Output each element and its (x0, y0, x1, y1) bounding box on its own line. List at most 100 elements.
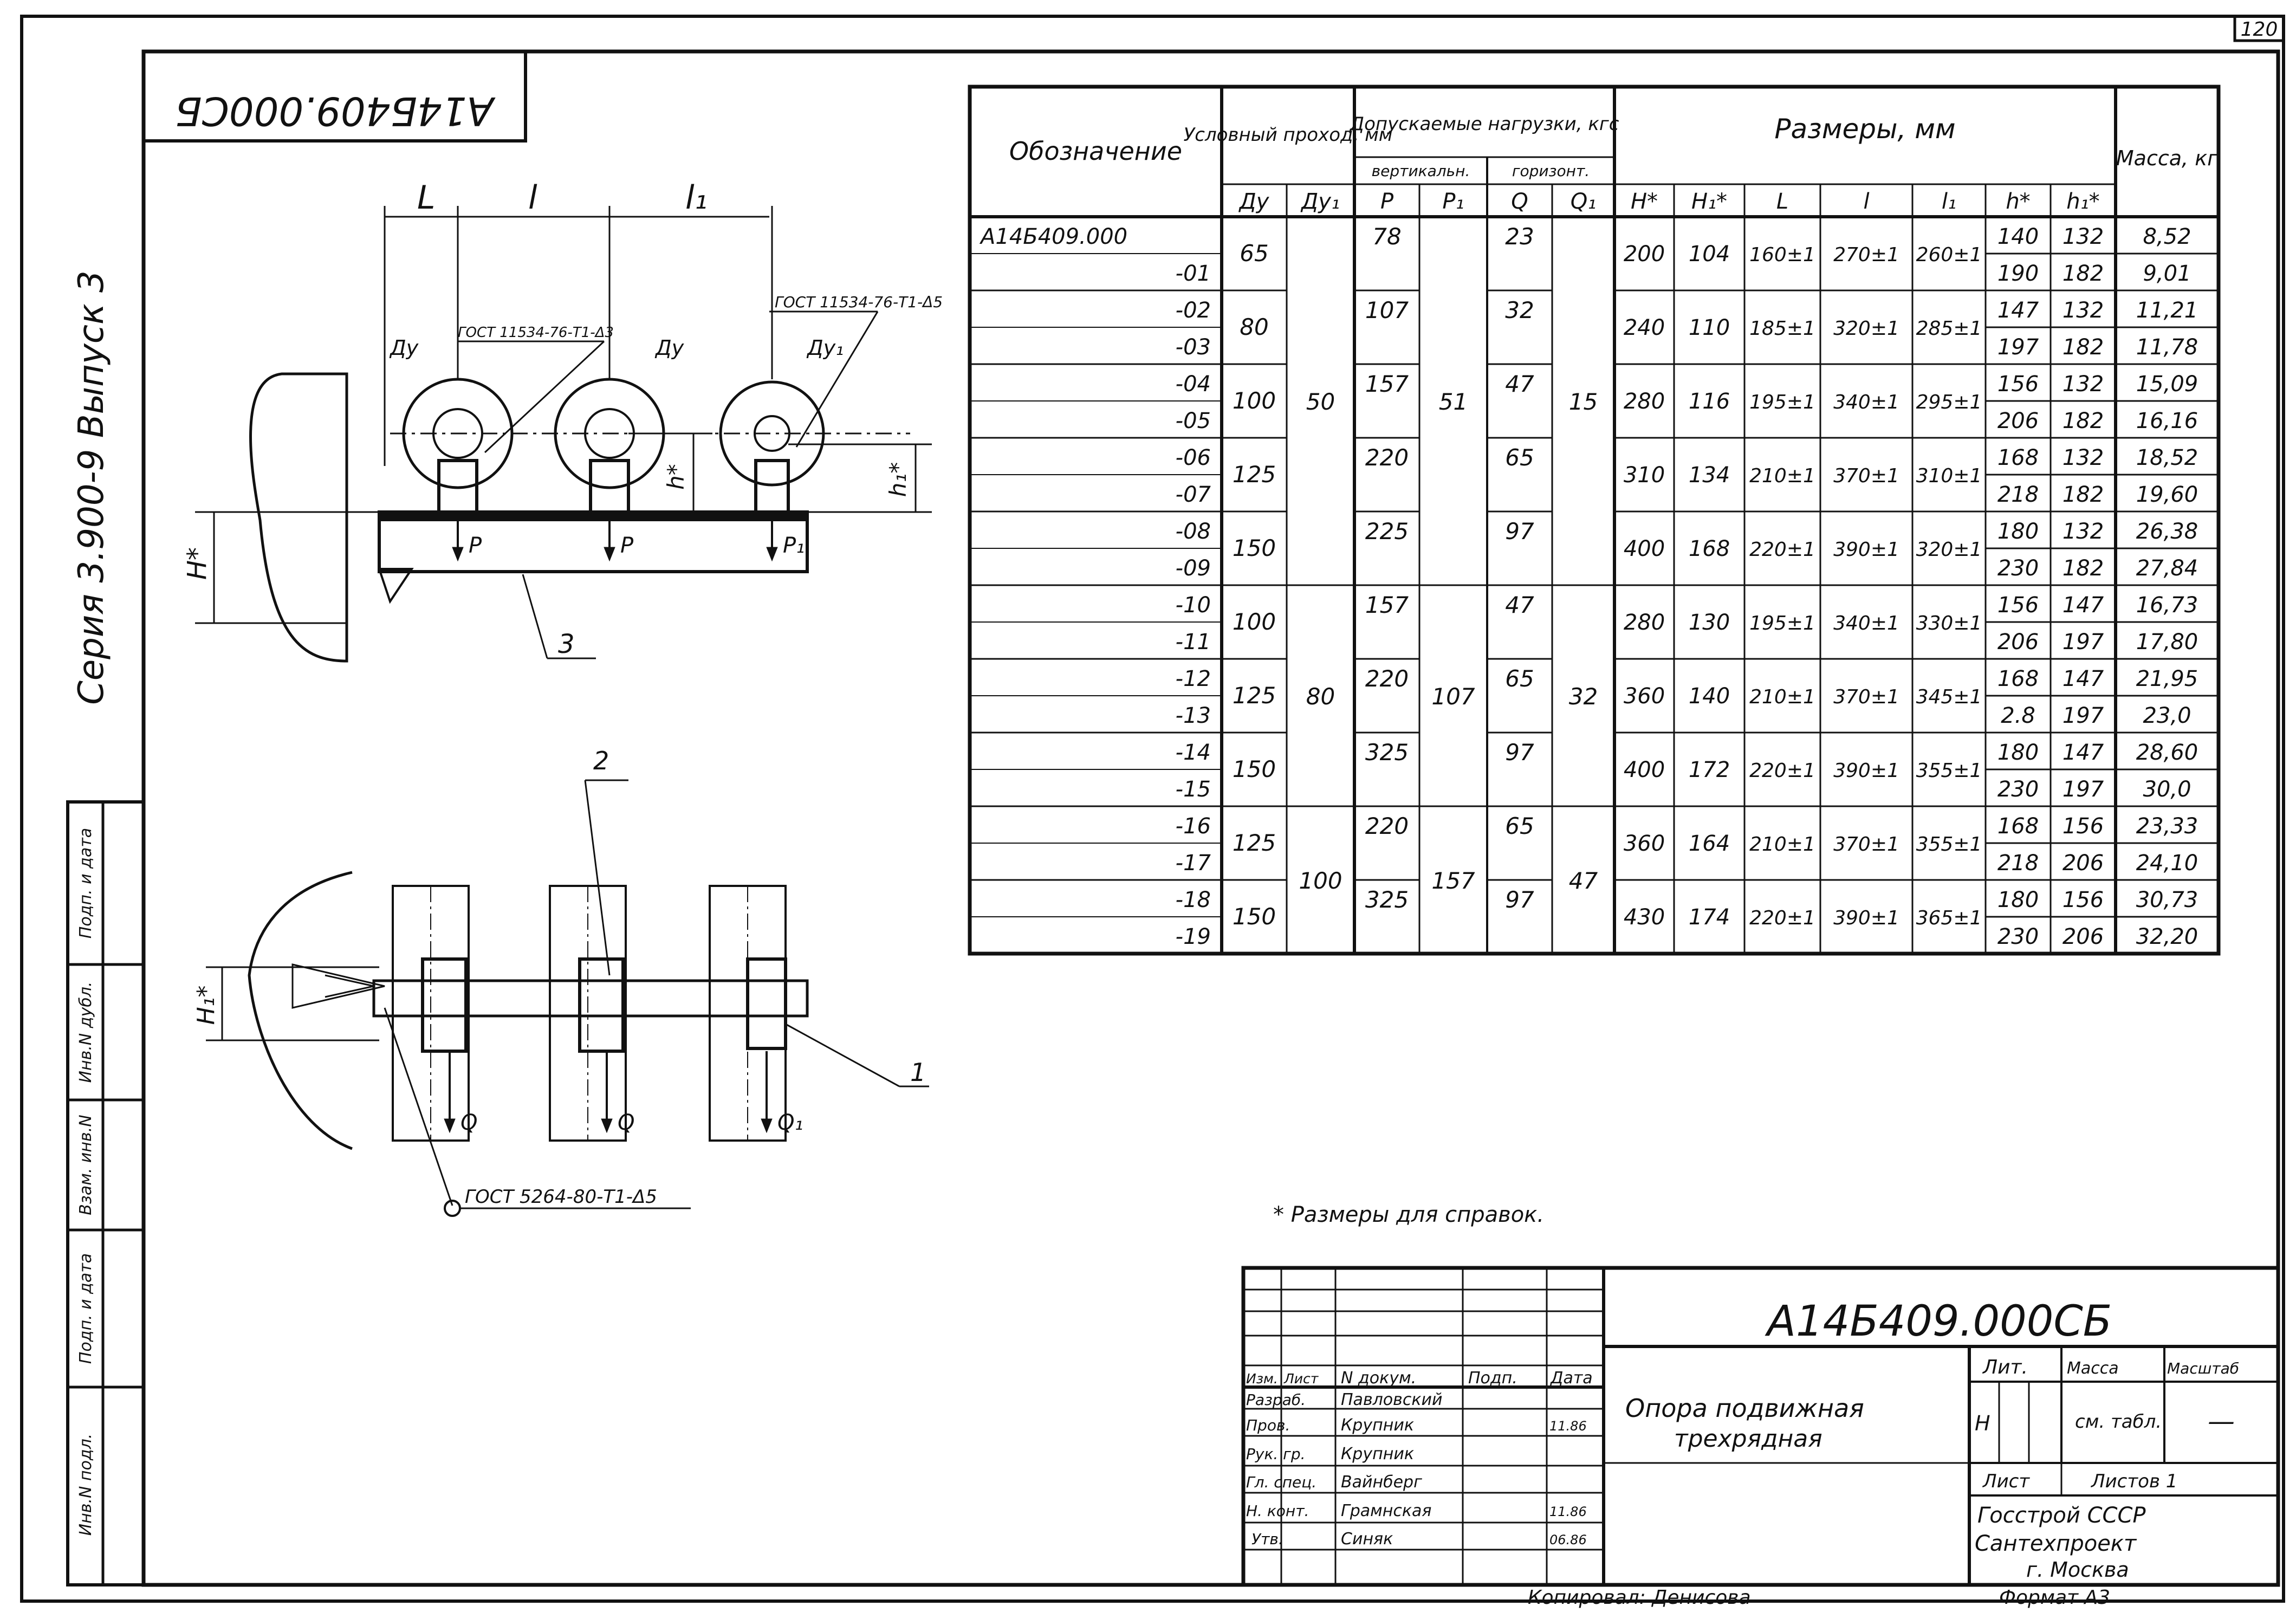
td-h1: 206 (2062, 924, 2104, 949)
td-mass: 30,0 (2143, 777, 2191, 802)
td-L: 195±1 (1749, 612, 1815, 634)
td-h1: 197 (2062, 703, 2104, 728)
tb-date-3: 11.86 (1549, 1504, 1587, 1519)
td-h: 168 (1997, 666, 2039, 691)
load-P-1: P (620, 533, 634, 558)
td-q1: 15 (1569, 388, 1598, 415)
td-H: 280 (1624, 610, 1665, 635)
td-designation: -02 (1176, 298, 1211, 323)
td-H: 400 (1624, 757, 1665, 782)
td-h: 206 (1997, 630, 2039, 655)
td-h: 156 (1997, 372, 2039, 397)
td-H: 200 (1624, 242, 1665, 267)
td-q: 65 (1505, 665, 1534, 692)
outer-frame (20, 15, 2285, 1603)
td-h1: 182 (2062, 482, 2104, 507)
format: Формат А3 (1999, 1586, 2110, 1609)
td-h1: 147 (2062, 593, 2104, 618)
td-H1: 104 (1689, 242, 1730, 267)
td-h: 156 (1997, 593, 2039, 618)
td-mass: 16,73 (2136, 593, 2198, 618)
td-h: 180 (1997, 888, 2039, 912)
tb-head-4: Дата (1549, 1369, 1593, 1388)
td-l1: 365±1 (1916, 907, 1982, 929)
td-mass: 28,60 (2136, 740, 2198, 765)
td-h: 2.8 (2001, 703, 2035, 728)
tb-sheet: Лист (1982, 1471, 2030, 1492)
td-h1: 206 (2062, 851, 2104, 876)
th-vertical: вертикальн. (1372, 162, 1470, 180)
td-mass: 11,78 (2136, 335, 2198, 360)
doc-code-rotated: А14Б409.000СБ (175, 88, 496, 134)
td-q: 65 (1505, 444, 1534, 471)
td-h1: 147 (2062, 666, 2104, 691)
tb-lit: Н (1975, 1411, 1990, 1435)
td-p1: 157 (1431, 867, 1475, 894)
tb-org-3: г. Москва (2026, 1558, 2129, 1582)
td-designation: -11 (1176, 630, 1211, 655)
td-L: 195±1 (1749, 391, 1815, 413)
td-H1: 116 (1689, 389, 1730, 414)
td-H: 360 (1624, 684, 1665, 709)
load-Q-1: Q (618, 1110, 634, 1135)
th-col-7: H₁* (1691, 189, 1727, 214)
td-h: 168 (1997, 814, 2039, 839)
td-p1: 51 (1439, 388, 1468, 415)
td-l: 370±1 (1833, 833, 1899, 856)
tb-name-2: Крупник (1341, 1445, 1414, 1463)
td-q: 47 (1505, 592, 1534, 618)
td-mass: 23,33 (2136, 814, 2198, 839)
td-h1: 197 (2062, 777, 2104, 802)
load-Q1: Q₁ (777, 1110, 803, 1135)
td-designation: -13 (1176, 703, 1211, 728)
td-designation: -05 (1176, 409, 1211, 433)
tb-date-0: 11.86 (1549, 1419, 1587, 1434)
td-h: 168 (1997, 445, 2039, 470)
pipe-label-2: Ду₁ (806, 336, 844, 360)
dim-l: l (528, 179, 537, 217)
td-h: 140 (1997, 224, 2039, 249)
td-h1: 132 (2062, 224, 2104, 249)
strip-label-0: Инв.N подл. (76, 1434, 95, 1536)
td-dy: 125 (1233, 830, 1276, 856)
H1-label: H₁* (192, 986, 220, 1025)
td-mass: 18,52 (2136, 445, 2198, 470)
td-mass: 17,80 (2136, 630, 2198, 655)
td-mass: 23,0 (2143, 703, 2191, 728)
td-dy1: 80 (1306, 683, 1335, 710)
td-h1: 132 (2062, 519, 2104, 544)
td-mass: 19,60 (2136, 482, 2198, 507)
tb-mass: см. табл. (2075, 1411, 2162, 1433)
td-dy: 125 (1233, 682, 1276, 709)
td-designation: -04 (1176, 372, 1211, 397)
td-p: 78 (1372, 223, 1401, 250)
td-h: 230 (1997, 924, 2039, 949)
td-l: 340±1 (1833, 391, 1899, 413)
td-designation: -18 (1176, 888, 1211, 912)
plan-view (206, 779, 929, 1217)
td-q: 23 (1505, 223, 1534, 250)
td-l: 340±1 (1833, 612, 1899, 634)
th-col-0: Ду (1238, 189, 1270, 214)
td-L: 220±1 (1749, 907, 1815, 929)
td-p: 107 (1365, 297, 1409, 323)
td-dy: 125 (1233, 461, 1276, 488)
pipe-label-0: Ду (389, 336, 419, 360)
td-H: 430 (1624, 905, 1665, 930)
th-col-3: P₁ (1442, 189, 1464, 214)
td-q1: 32 (1569, 683, 1598, 710)
part-number-3: 3 (558, 629, 575, 659)
td-l1: 295±1 (1916, 391, 1982, 413)
td-h: 180 (1997, 740, 2039, 765)
tb-role-1: Пров. (1246, 1416, 1290, 1434)
td-h: 218 (1997, 482, 2039, 507)
td-designation: А14Б409.000 (979, 224, 1127, 249)
tb-name-3: Вайнберг (1341, 1473, 1422, 1492)
td-mass: 32,20 (2136, 924, 2198, 949)
td-mass: 26,38 (2136, 519, 2198, 544)
td-mass: 21,95 (2136, 666, 2198, 691)
title-name-1: Опора подвижная (1625, 1394, 1864, 1423)
td-p1: 107 (1431, 683, 1475, 710)
td-mass: 9,01 (2143, 261, 2191, 286)
th-col-11: h* (2006, 189, 2030, 214)
